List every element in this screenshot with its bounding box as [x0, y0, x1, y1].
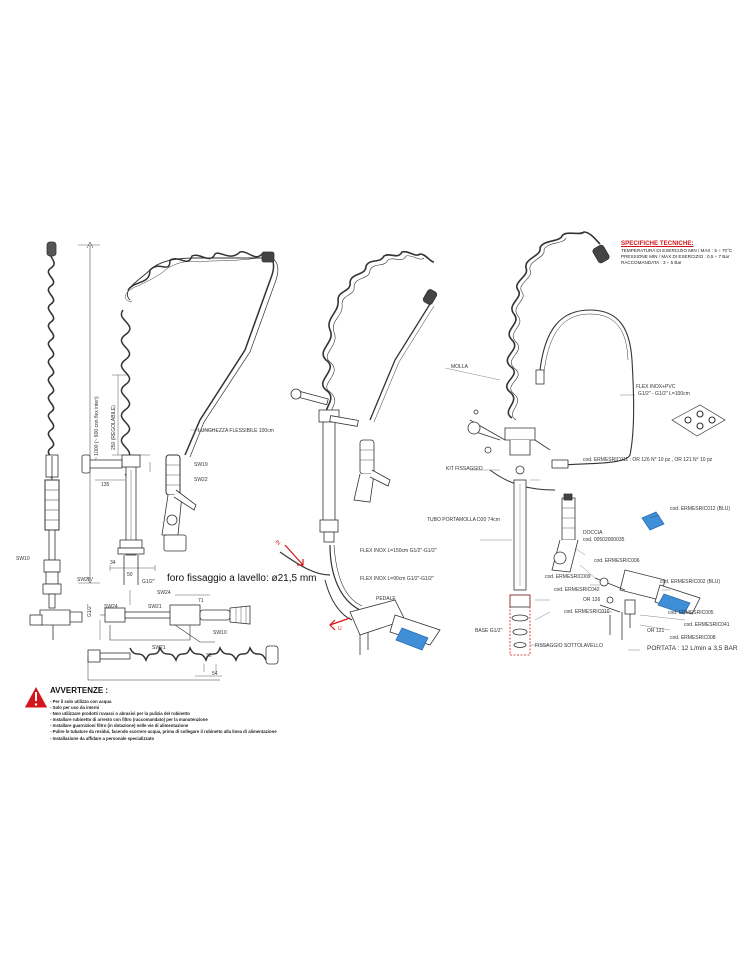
spec-line: RACCOMANDATA : 3 ÷ 5 Bar	[621, 260, 682, 265]
label-dim-36: 36	[206, 653, 212, 659]
label-flex-length: LUNGHEZZA FLESSIBILE 100cm	[198, 428, 274, 434]
label-sw21-b: SW21	[152, 645, 166, 651]
label-tubo: TUBO PORTAMOLLA D20 74cm	[427, 517, 500, 523]
warnings-title: AVVERTENZE :	[50, 686, 109, 695]
label-cod-042: cod. ERMESRIC042	[554, 587, 600, 593]
spec-line: TEMPERATURA DI ESERCIZIO MIN / MAX : 5 ÷…	[621, 248, 733, 253]
label-pedal: PEDALE	[376, 596, 396, 602]
warning-item: - Non utilizzare prodotti ruvasci o abra…	[50, 711, 190, 717]
warning-item: - Installare rubinetto di arresto con fi…	[50, 717, 208, 723]
label-flex-pvc-spec: G1/2" - G1/2" L=100cm	[638, 391, 690, 397]
label-cod-008: cod. ERMESRIC008	[670, 635, 716, 641]
label-doccia-code: cod. 00502000035	[583, 537, 625, 543]
technical-specs: SPECIFICHE TECNICHE: TEMPERATURA DI ESER…	[621, 240, 739, 266]
left-spring-coil	[47, 249, 55, 479]
label-dim-54: 54	[212, 671, 218, 677]
label-or-121: OR 121	[647, 628, 665, 634]
label-flex-150: FLEX INOX L=150cm G1/2"-G1/2"	[360, 548, 437, 554]
left-side-elevation	[29, 241, 279, 681]
label-cod-041: cod. ERMESRIC041	[684, 622, 730, 628]
left-front-spring	[127, 257, 270, 301]
middle-installation-view	[279, 250, 441, 655]
label-dim-50: 50	[127, 572, 133, 578]
label-cod-012: cod. ERMESRIC012 (BLU)	[670, 506, 731, 512]
label-cod-010: cod. ERMESRIC010	[564, 609, 610, 615]
label-dim-34: 34	[110, 560, 116, 566]
label-sw22: SW22	[194, 477, 208, 483]
label-sw21-a: SW21	[148, 604, 162, 610]
label-flex-90: FLEX INOX L=90cm G1/2"-G1/2"	[360, 576, 434, 582]
label-sw25: SW25	[77, 577, 91, 583]
warning-triangle-icon	[23, 684, 49, 709]
label-base: BASE G1/2"	[475, 628, 503, 634]
label-sw10: SW10	[16, 556, 30, 562]
label-molla: MOLLA	[451, 364, 468, 370]
label-sw19: SW19	[194, 462, 208, 468]
warning-item: - Solo per uso da interni	[50, 705, 100, 711]
label-flex-pvc: FLEX INOX+PVC	[636, 384, 676, 390]
label-or-kit: cod. ERMESRIC011 : OR 126 N° 10 pz , OR …	[583, 457, 713, 463]
warning-item: - Installare guarnizioni filtro (in dota…	[50, 723, 189, 729]
label-or-126: OR 126	[583, 597, 601, 603]
label-cod-002: cod. ERMESRIC002 (BLU)	[660, 579, 721, 585]
spec-title: SPECIFICHE TECNICHE:	[621, 240, 694, 247]
flow-rate: PORTATA : 12 L/min a 3,5 BAR	[647, 645, 738, 652]
label-cod-009: cod. ERMESRIC009	[545, 574, 591, 580]
label-fissaggio-sottolavello: FISSAGGIO SOTTOLAVELLO	[535, 643, 603, 649]
label-sw10-b: SW10	[213, 630, 227, 636]
label-sw24-b: SW24	[104, 604, 118, 610]
warning-item: - Installazione da affidare a personale …	[50, 735, 155, 741]
label-g12-b: G1/2"	[87, 604, 93, 617]
label-outlet: U	[338, 626, 342, 632]
right-exploded-view	[444, 231, 726, 656]
label-cod-006: cod. ERMESRIC006	[594, 558, 640, 564]
label-adjustable-height: 250 (REGOLABILE)	[111, 405, 117, 450]
label-kit-fissaggio: KIT FISSAGGIO	[446, 466, 483, 472]
spec-line: PRESSIONE MIN / MAX DI ESERCIZIO : 0,5 ÷…	[621, 254, 730, 259]
label-dim-135: 135	[101, 482, 110, 488]
label-doccia: DOCCIA	[583, 530, 603, 536]
label-sw24-a: SW24	[157, 590, 171, 596]
warnings-list: - Per il solo utilizzo con acqua - Solo …	[50, 699, 277, 742]
label-mount-hole: foro fissaggio a lavello: ø21,5 mm	[167, 573, 317, 584]
warning-item: - Per il solo utilizzo con acqua	[50, 699, 112, 704]
label-g12: G1/2"	[142, 579, 155, 585]
label-dim-71: 71	[198, 598, 204, 604]
label-cod-005: cod. ERMESRIC005	[668, 610, 714, 616]
label-total-height: ~ 1000 (~ 900 con flex interi)	[94, 396, 100, 460]
warning-item: - Pulire le tubature da residui, facendo…	[50, 729, 277, 735]
